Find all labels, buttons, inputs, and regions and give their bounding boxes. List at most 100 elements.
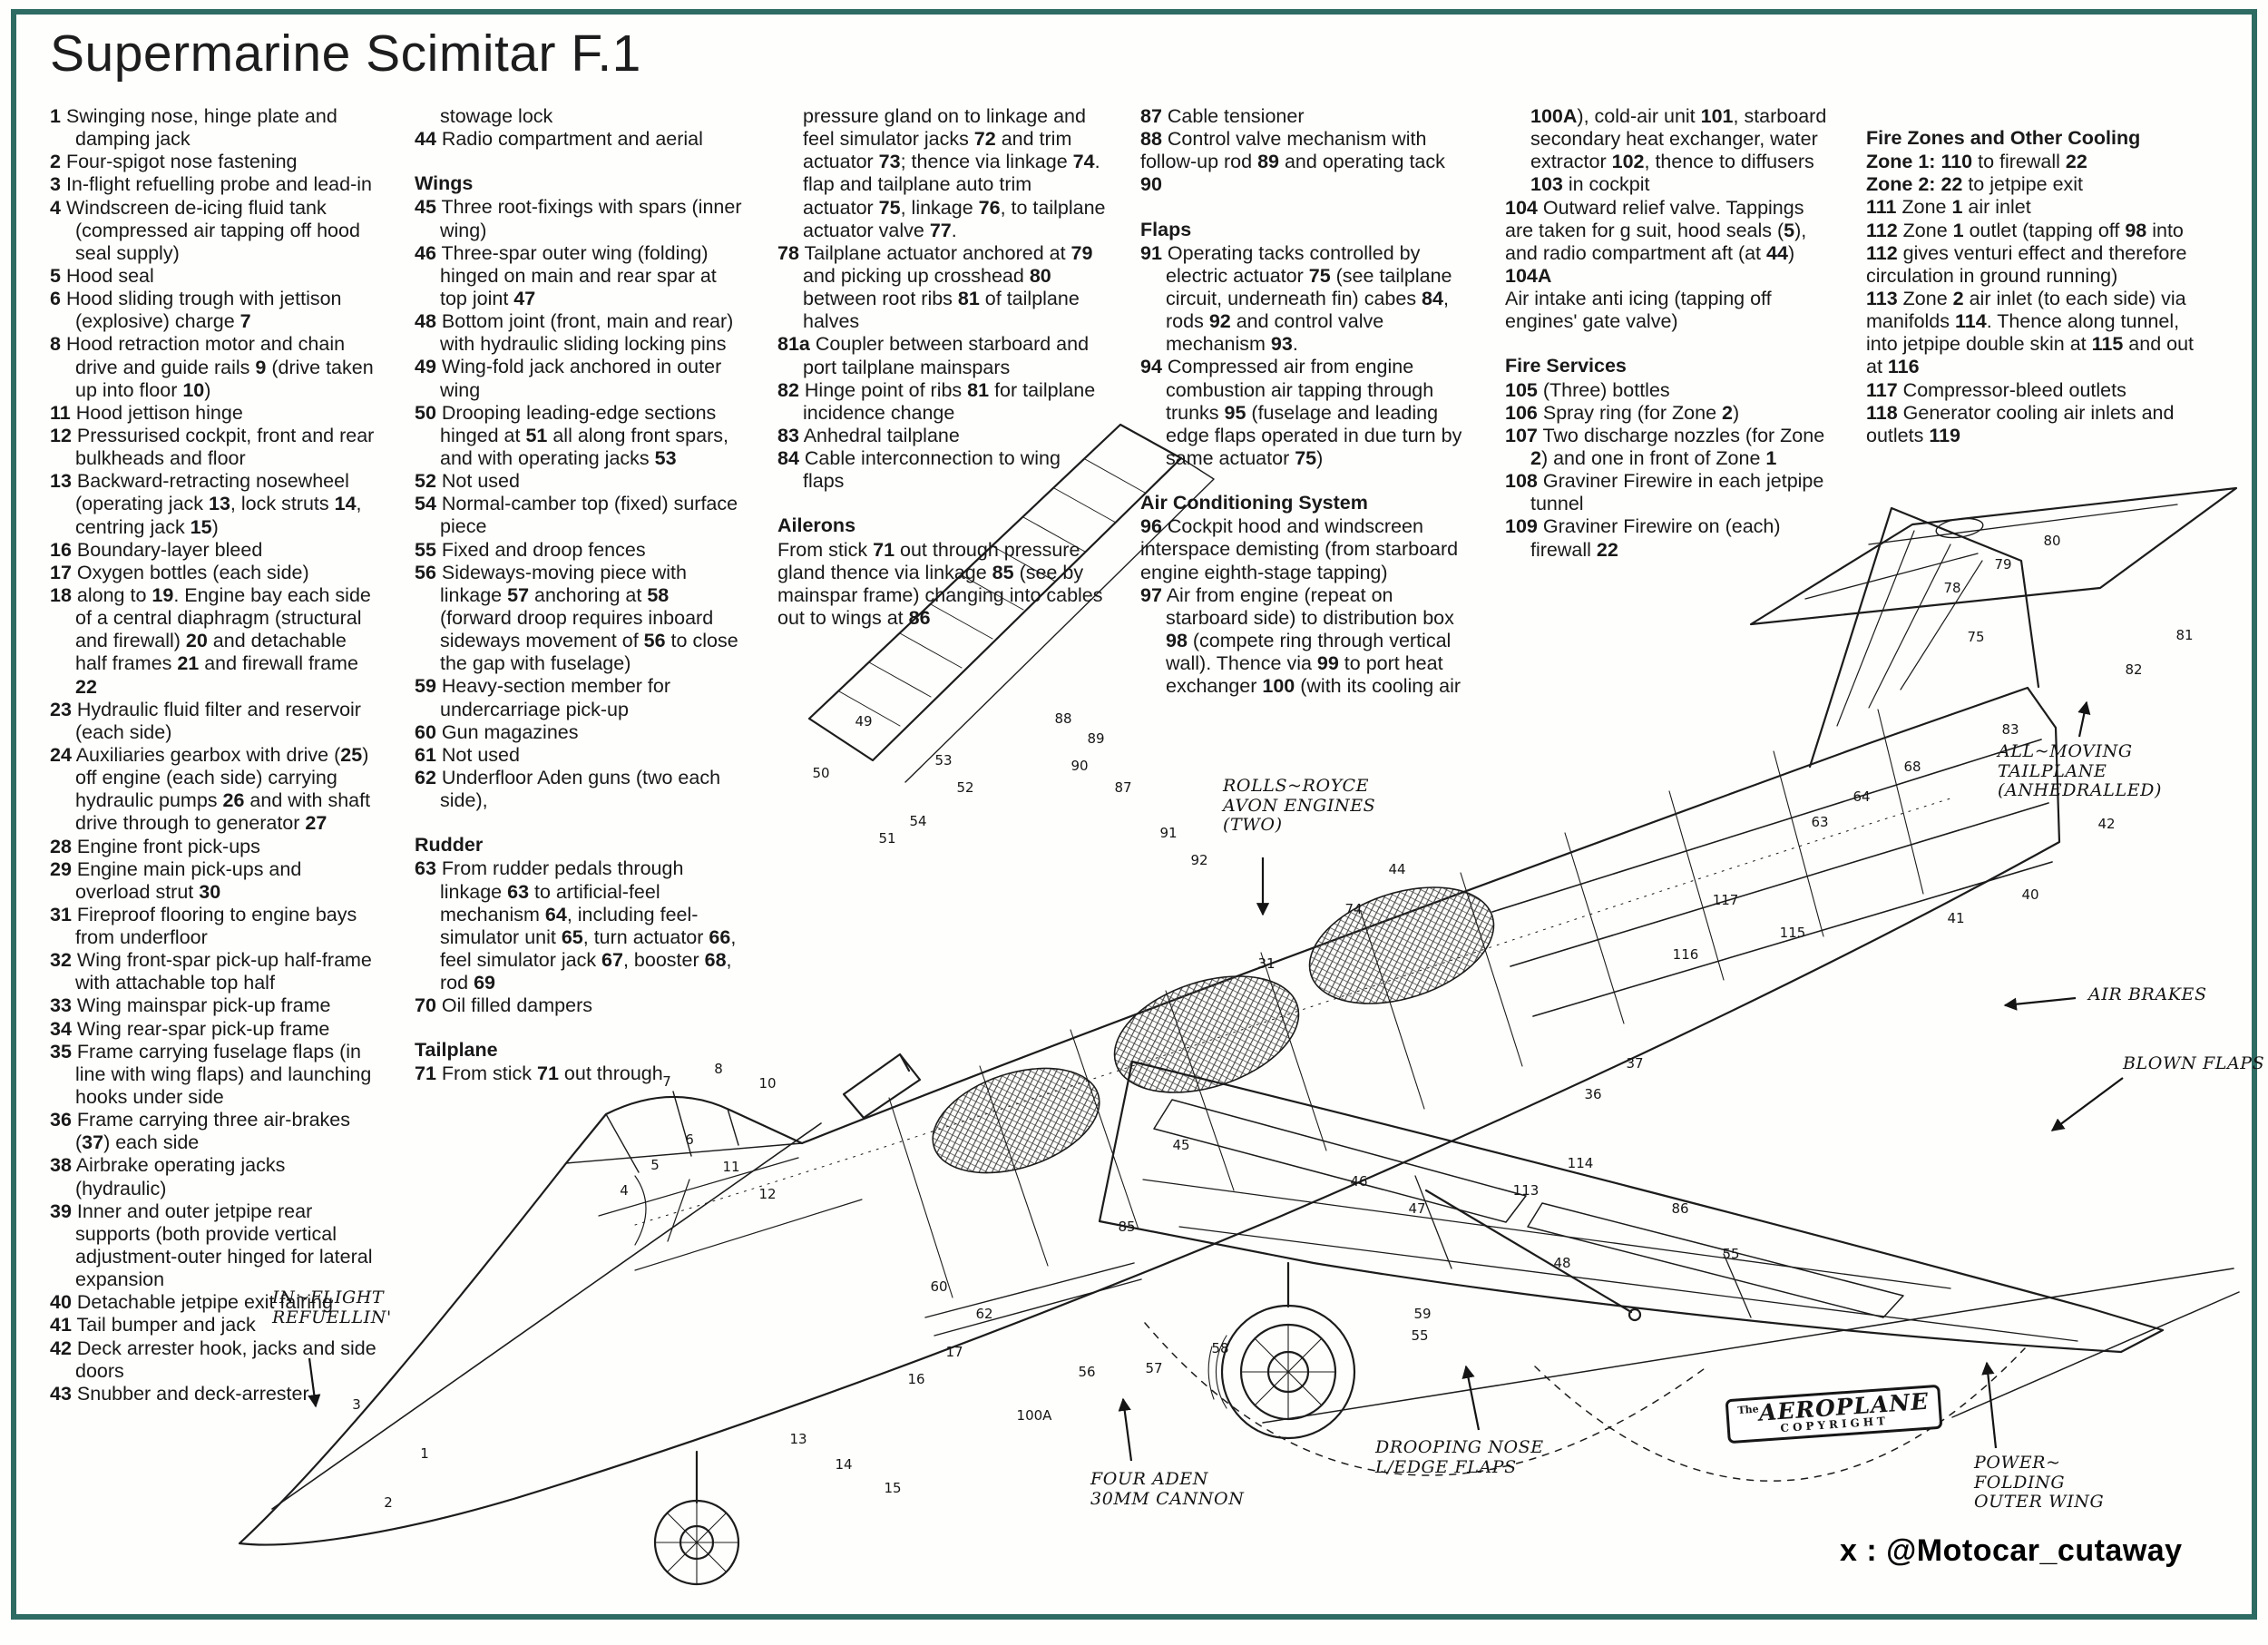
callout-number: 113 — [1512, 1182, 1540, 1199]
callout-number: 47 — [1408, 1200, 1426, 1217]
callout-number: 10 — [758, 1075, 777, 1092]
legend-item: 55 Fixed and droop fences — [415, 538, 646, 561]
callout-number: 83 — [2001, 721, 2019, 738]
legend-item: 50 Drooping leading-edge sections hinged… — [415, 401, 728, 469]
legend-item: 108 Graviner Firewire in each jetpipe tu… — [1505, 470, 1824, 515]
legend-item: 23 Hydraulic fluid filter and reservoir … — [50, 698, 361, 743]
legend-item: 31 Fireproof flooring to engine bays fro… — [50, 903, 357, 949]
legend-item: 46 Three-spar outer wing (folding) hinge… — [415, 241, 717, 309]
legend-item: 100A), cold-air unit 101, starboard seco… — [1530, 105, 1827, 196]
callout-number: 64 — [1853, 788, 1871, 805]
legend-item: 32 Wing front-spar pick-up half-frame wi… — [50, 949, 372, 994]
legend-item: 111 Zone 1 air inlet — [1866, 196, 2031, 219]
diagram-label-rolls-royce-avon-engines: ROLLS~ROYCE AVON ENGINES (TWO) — [1223, 776, 1376, 836]
legend-item: 97 Air from engine (repeat on starboard … — [1140, 583, 1461, 698]
callout-number: 50 — [812, 765, 830, 781]
legend-item: 84 Cable interconnection to wing flaps — [777, 447, 1061, 493]
callout-number: 89 — [1087, 730, 1105, 747]
callout-number: 92 — [1190, 852, 1208, 868]
legend-section-header: Tailplane — [415, 1039, 498, 1062]
legend-section-header: Rudder — [415, 834, 484, 857]
callout-number: 41 — [1947, 910, 1965, 926]
callout-number: 57 — [1145, 1360, 1163, 1376]
callout-number: 1 — [420, 1445, 429, 1462]
legend-item: 29 Engine main pick-ups and overload str… — [50, 857, 302, 903]
legend-column-5: 100A), cold-air unit 101, starboard seco… — [1505, 105, 1833, 562]
callout-number: 46 — [1350, 1173, 1368, 1190]
callout-number: 82 — [2125, 661, 2143, 678]
callout-number: 74 — [1344, 901, 1363, 917]
legend-section-header: Flaps — [1140, 218, 1192, 240]
nose-landing-gear — [653, 1450, 740, 1586]
fuselage-outline — [238, 686, 2061, 1546]
legend-item: 107 Two discharge nozzles (for Zone 2) a… — [1505, 424, 1825, 469]
label-arrow-air-brakes — [2003, 996, 2077, 1011]
callout-number: 75 — [1967, 629, 1985, 645]
legend-item: 96 Cockpit hood and windscreen interspac… — [1140, 515, 1459, 583]
legend-section-header: Air Conditioning System — [1140, 492, 1368, 514]
legend-item: 81a Coupler between starboard and port t… — [777, 333, 1090, 378]
legend-item: 38 Airbrake operating jacks (hydraulic) — [50, 1154, 286, 1199]
callout-number: 45 — [1172, 1137, 1190, 1153]
legend-item: 83 Anhedral tailplane — [777, 424, 960, 446]
stamp-prefix: The — [1737, 1403, 1760, 1417]
legend-item: 1 Swinging nose, hinge plate and damping… — [50, 105, 337, 151]
callout-number: 36 — [1584, 1086, 1602, 1102]
legend-item: 70 Oil filled dampers — [415, 994, 592, 1017]
legend-item: 94 Compressed air from engine combustion… — [1140, 356, 1462, 469]
legend-item: 8 Hood retraction motor and chain drive … — [50, 333, 374, 401]
callout-number: 81 — [2175, 627, 2194, 643]
legend-item: 112 Zone 1 outlet (tapping off 98 into 1… — [1866, 219, 2187, 287]
callout-number: 59 — [1413, 1306, 1432, 1322]
page-title: Supermarine Scimitar F.1 — [50, 24, 641, 83]
callout-number: 78 — [1943, 580, 1961, 596]
callout-number: 3 — [352, 1396, 361, 1413]
callout-number: 115 — [1779, 925, 1806, 941]
callout-number: 86 — [1671, 1200, 1689, 1217]
legend-item: 5 Hood seal — [50, 264, 154, 287]
callout-number: 12 — [758, 1186, 777, 1202]
legend-column-1: 1 Swinging nose, hinge plate and damping… — [50, 105, 378, 1405]
legend-item: 52 Not used — [415, 470, 520, 493]
legend-item: 61 Not used — [415, 743, 520, 766]
callout-number: 7 — [662, 1073, 671, 1090]
callout-number: 90 — [1070, 758, 1089, 774]
legend-item: 106 Spray ring (for Zone 2) — [1505, 401, 1740, 424]
legend-item: 44 Radio compartment and aerial — [415, 128, 703, 151]
legend-section-header: Wings — [415, 172, 474, 195]
legend-item: pressure gland on to linkage and feel si… — [803, 105, 1106, 241]
legend-item: 11 Hood jettison hinge — [50, 401, 243, 424]
legend-item: 63 From rudder pedals through linkage 63… — [415, 857, 737, 994]
legend-item: 34 Wing rear-spar pick-up frame — [50, 1017, 330, 1040]
legend-item: 17 Oxygen bottles (each side) — [50, 561, 309, 583]
diagram-label-power-folding-outer-wing: POWER~ FOLDING OUTER WING — [1974, 1453, 2105, 1513]
tailplane-outline — [1749, 486, 2238, 626]
legend-item: 45 Three root-fixings with spars (inner … — [415, 196, 742, 241]
legend-item: 42 Deck arrester hook, jacks and side do… — [50, 1337, 376, 1382]
legend-item: 3 In-flight refuelling probe and lead-in — [50, 173, 372, 196]
label-arrow-power-folding-outer-wing — [1981, 1361, 1998, 1449]
callout-number: 13 — [789, 1431, 807, 1447]
label-arrow-blown-flaps — [2050, 1077, 2124, 1131]
diagram-label-all-moving-tailplane: ALL~MOVING TAILPLANE (ANHEDRALLED) — [1998, 741, 2163, 801]
legend-item: 118 Generator cooling air inlets and out… — [1866, 401, 2175, 446]
legend-item: 39 Inner and outer jetpipe rear supports… — [50, 1199, 373, 1291]
legend-item: 16 Boundary-layer bleed — [50, 538, 263, 561]
legend-section-header: Fire Services — [1505, 355, 1627, 377]
callout-number: 88 — [1054, 710, 1072, 727]
engine-hatching — [932, 886, 1495, 1174]
legend-item: 71 From stick 71 out through — [415, 1062, 663, 1085]
callout-number: 11 — [722, 1159, 740, 1175]
label-arrow-drooping-nose-ledge-flaps — [1461, 1365, 1481, 1431]
legend-item: stowage lock — [440, 105, 553, 127]
legend-item: 33 Wing mainspar pick-up frame — [50, 994, 331, 1017]
legend-item: 105 (Three) bottles — [1505, 378, 1670, 401]
callout-number: 56 — [1078, 1364, 1096, 1380]
legend-item: 36 Frame carrying three air-brakes (37) … — [50, 1109, 350, 1154]
legend-item: 35 Frame carrying fuselage flaps (in lin… — [50, 1040, 372, 1109]
callout-number: 53 — [934, 752, 953, 769]
legend-section-header: Fire Zones and Other Cooling — [1866, 127, 2141, 149]
